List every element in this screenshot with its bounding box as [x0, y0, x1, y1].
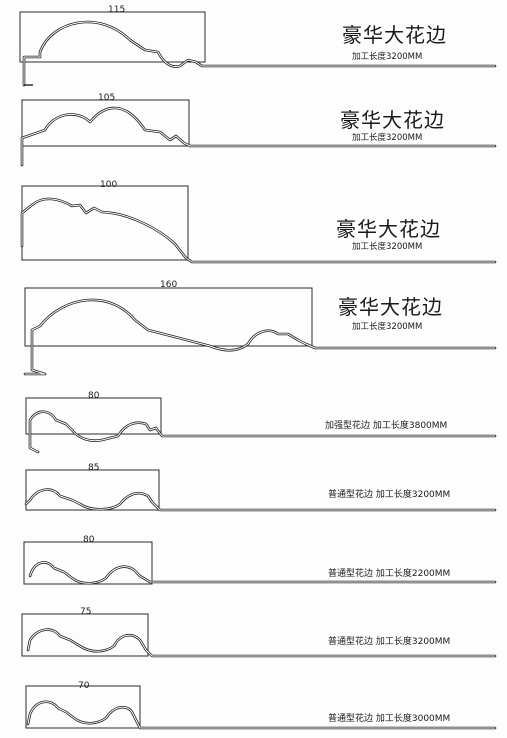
- profile-5-outline-inner: [29, 411, 496, 453]
- profile-6-dimension: 85: [88, 463, 99, 473]
- profile-4-frame: [24, 287, 313, 347]
- profile-1-frame: [19, 11, 206, 63]
- profile-9-frame: [25, 685, 141, 729]
- profile-5: 80 加强型花边 加工长度3800MM: [25, 391, 497, 454]
- profile-1-title: 豪华大花边: [342, 23, 447, 47]
- profile-6-label: 普通型花边 加工长度3200MM: [328, 488, 450, 500]
- profile-2: 105 豪华大花边 加工长度3200MM: [20, 93, 497, 167]
- profile-5-outline: [28, 410, 497, 454]
- profile-9-outline-inner: [27, 701, 496, 729]
- profile-7-dimension: 80: [83, 535, 95, 545]
- profile-8: 75 普通型花边 加工长度3200MM: [21, 607, 497, 658]
- profile-4-subtitle: 加工长度3200MM: [352, 321, 422, 332]
- profile-5-label: 加强型花边 加工长度3800MM: [325, 419, 447, 431]
- profile-3-frame: [21, 185, 189, 261]
- profile-7-outline-inner: [29, 561, 496, 584]
- profile-5-dimension: 80: [88, 391, 100, 401]
- profile-3: 100 豪华大花边 加工长度3200MM: [20, 180, 497, 264]
- profile-6: 85 普通型花边 加工长度3200MM: [24, 463, 497, 512]
- profile-4-dimension: 160: [160, 280, 177, 290]
- profile-7: 80 普通型花边 加工长度2200MM: [23, 535, 497, 585]
- profile-9: 70 普通型花边 加工长度3000MM: [25, 681, 497, 730]
- profile-8-label: 普通型花边 加工长度3200MM: [328, 635, 450, 647]
- profile-3-subtitle: 加工长度3200MM: [352, 241, 422, 252]
- profile-4: 160 豪华大花边 加工长度3200MM: [23, 280, 497, 376]
- profile-8-outline-inner: [27, 629, 496, 657]
- profile-3-outline-inner: [21, 198, 496, 263]
- profile-7-label: 普通型花边 加工长度2200MM: [328, 567, 450, 579]
- profile-2-frame: [21, 99, 190, 147]
- profile-1: 115 豪华大花边 加工长度3200MM: [19, 5, 497, 87]
- profile-2-subtitle: 加工长度3200MM: [352, 132, 422, 143]
- profile-1-dimension: 115: [108, 5, 125, 15]
- profile-8-frame: [21, 613, 149, 657]
- profile-3-dimension: 100: [100, 180, 117, 190]
- profile-4-title: 豪华大花边: [338, 295, 443, 319]
- profile-5-frame: [25, 397, 162, 435]
- profile-4-outline-inner: [24, 299, 496, 375]
- profile-2-title: 豪华大花边: [340, 108, 445, 132]
- profile-9-label: 普通型花边 加工长度3000MM: [328, 712, 450, 724]
- profile-3-title: 豪华大花边: [336, 217, 441, 241]
- profile-1-outline-inner: [23, 21, 496, 86]
- profile-6-outline-inner: [25, 489, 496, 511]
- profile-9-dimension: 70: [78, 681, 90, 691]
- profile-2-dimension: 105: [98, 93, 115, 103]
- profile-8-dimension: 75: [80, 607, 91, 617]
- profile-1-subtitle: 加工长度3200MM: [352, 51, 422, 62]
- profile-2-outline-inner: [21, 107, 496, 166]
